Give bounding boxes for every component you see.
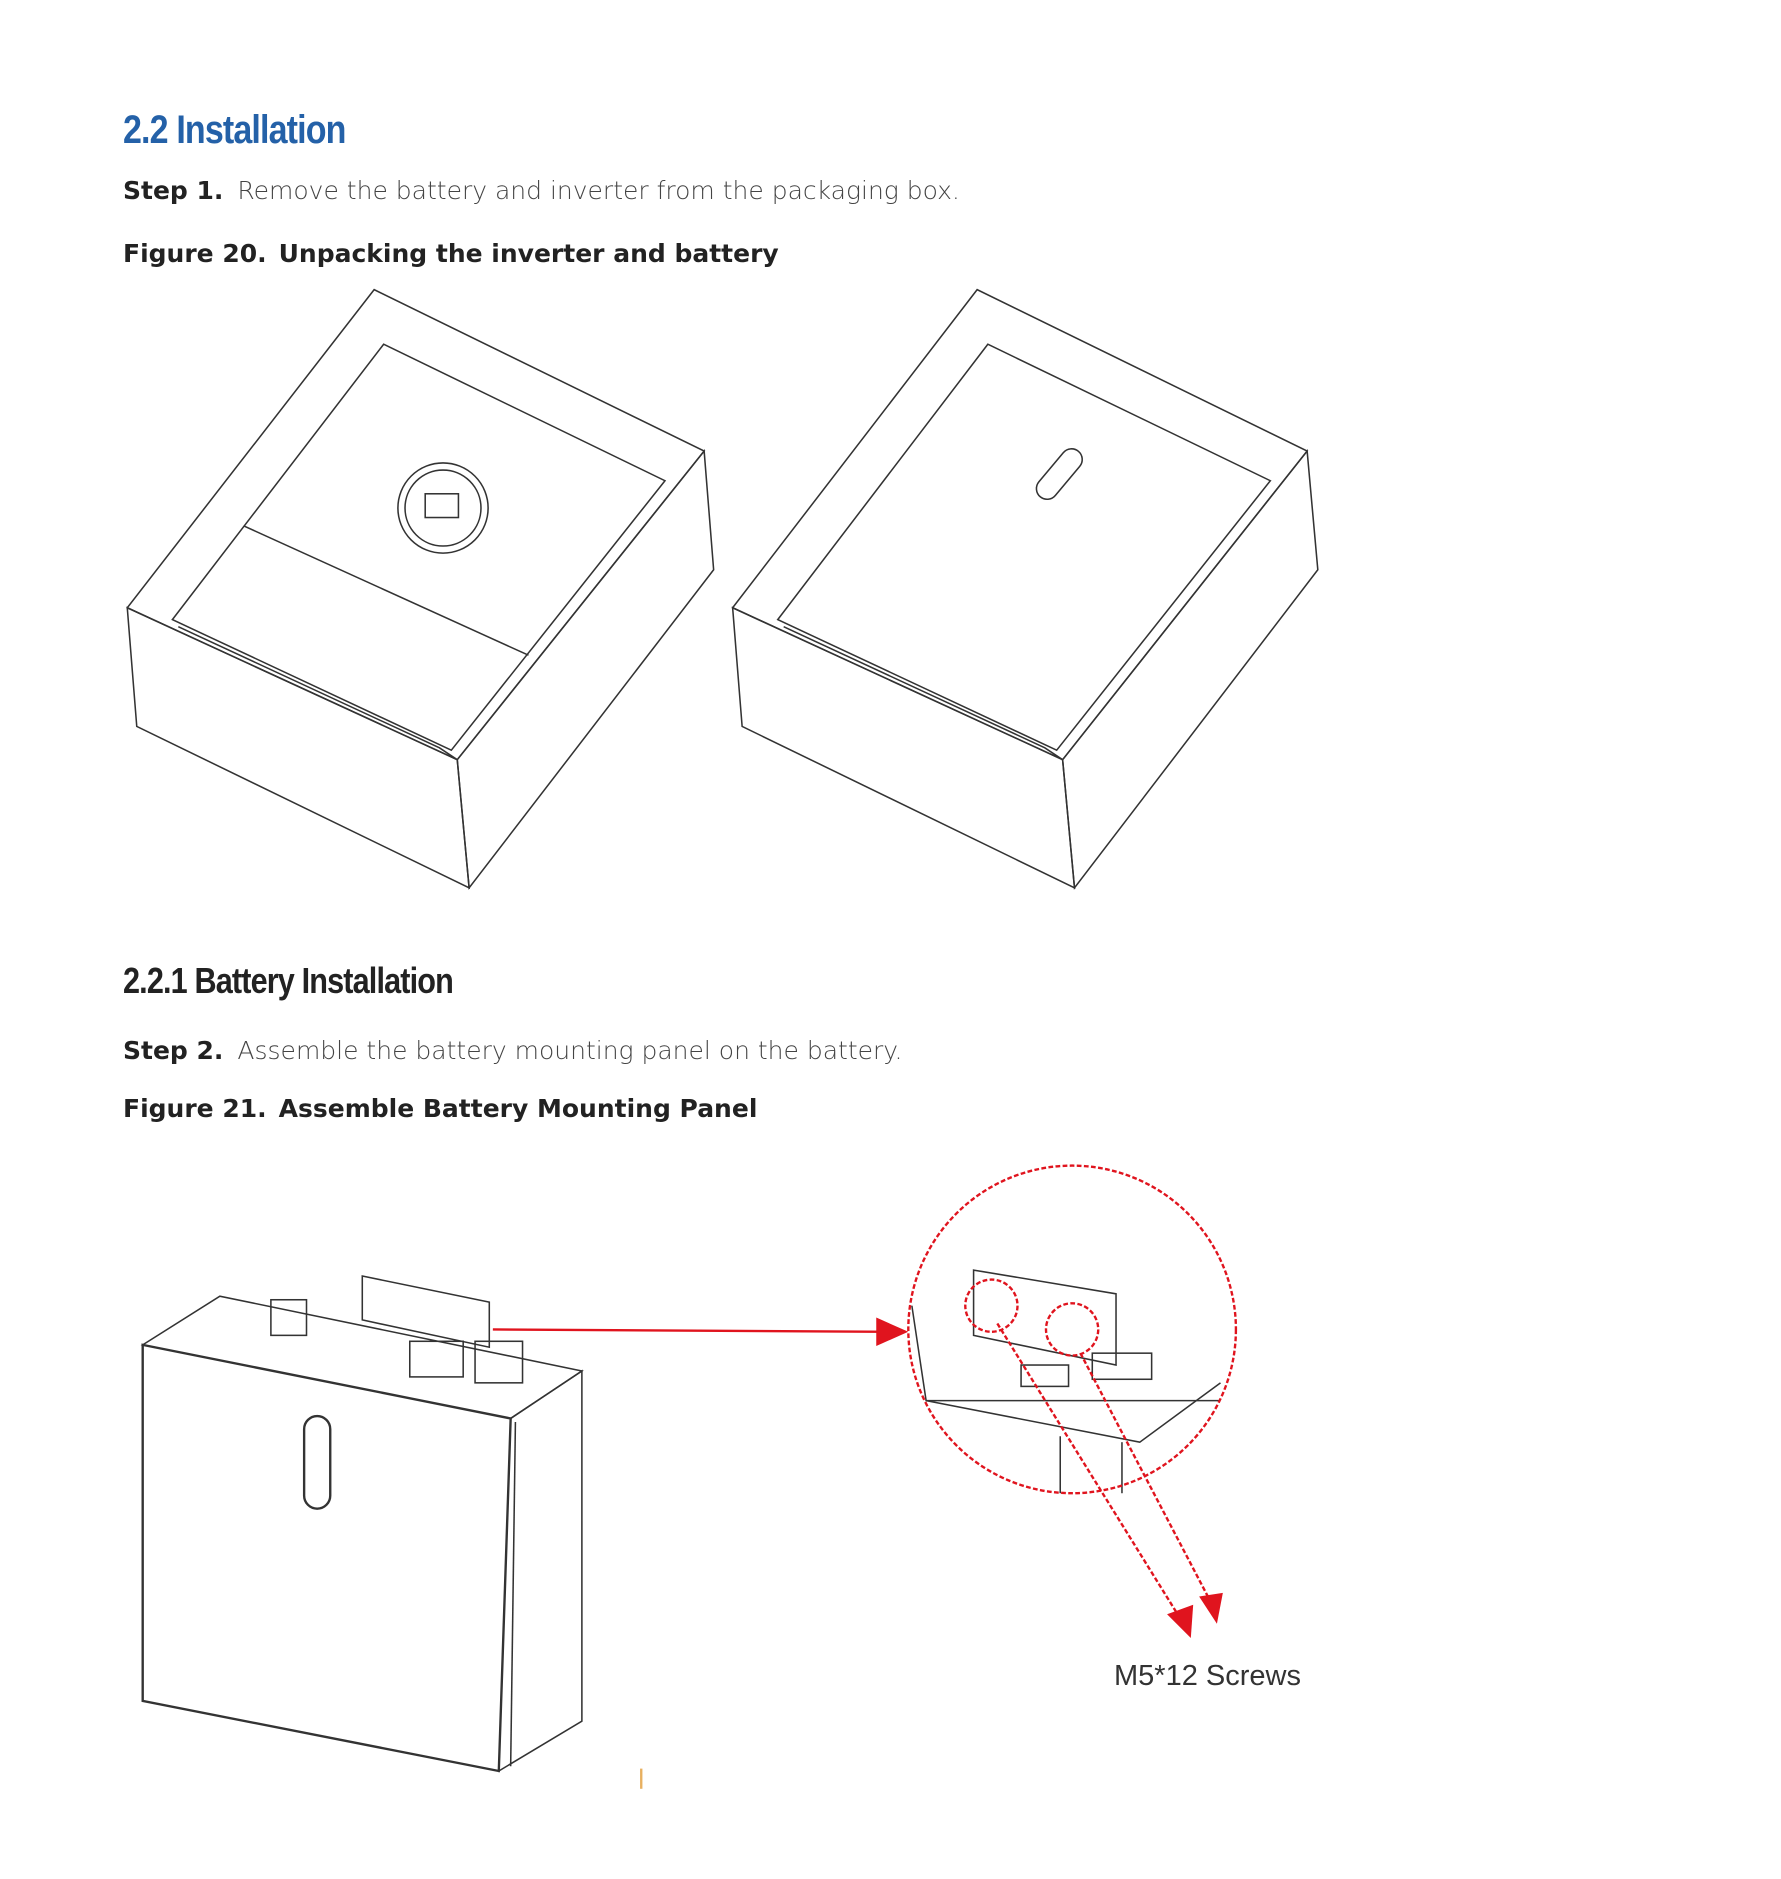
figure-20-caption: Figure 20. Unpacking the inverter and bat…: [123, 239, 791, 268]
step-label: Step 2.: [123, 1036, 224, 1065]
figure-caption: Unpacking the inverter and battery: [278, 239, 779, 268]
arrow-heads: [876, 1317, 1223, 1639]
callout-graphics: [492, 1164, 1238, 1621]
section-title: Installation: [176, 108, 346, 152]
battery-with-mounting-panel-drawing: [140, 1275, 584, 1773]
subsection-number: 2.2.1: [123, 960, 188, 1001]
section-number: 2.2: [123, 108, 169, 152]
inverter-in-box-drawing: [126, 288, 715, 890]
subsection-heading: 2.2.1 Battery Installation: [123, 960, 454, 1002]
figure-label: Figure 20.: [123, 239, 267, 268]
detail-circle: [907, 1164, 1238, 1495]
step-label: Step 1.: [123, 176, 224, 205]
section-heading: 2.2 Installation: [123, 108, 346, 153]
mounting-panel-detail-drawing: [911, 1269, 1221, 1494]
step-text: Assemble the battery mounting panel on t…: [237, 1036, 903, 1065]
screws-callout-label: M5*12 Screws: [1114, 1660, 1301, 1692]
figure-label: Figure 21.: [123, 1094, 267, 1123]
battery-in-box-drawing: [731, 288, 1319, 890]
step-2: Step 2. Assemble the battery mounting pan…: [123, 1036, 902, 1065]
subsection-title: Battery Installation: [194, 960, 453, 1001]
figure-caption: Assemble Battery Mounting Panel: [278, 1094, 758, 1123]
step-text: Remove the battery and inverter from the…: [237, 176, 960, 205]
step-1: Step 1. Remove the battery and inverter f…: [123, 176, 960, 205]
figure-21-caption: Figure 21. Assemble Battery Mounting Pane…: [123, 1094, 769, 1123]
